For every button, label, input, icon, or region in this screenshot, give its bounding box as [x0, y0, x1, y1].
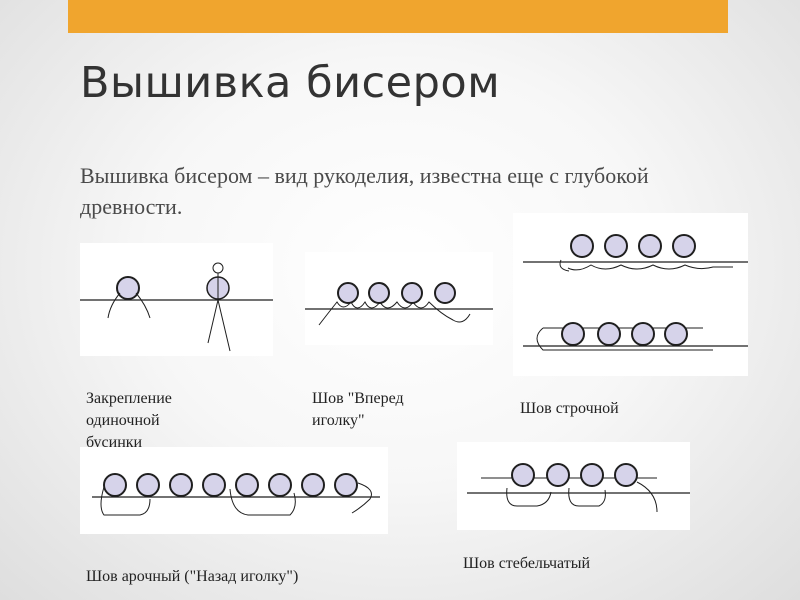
- caption-single-bead: Закрепление одиночной бусинки: [86, 390, 172, 451]
- forward-stitch-illustration: [305, 282, 493, 326]
- slide-body-text: Вышивка бисером – вид рукоделия, известн…: [80, 163, 649, 219]
- single-bead-illustration: [80, 262, 273, 352]
- caption-forward-stitch: Шов "Вперед иголку": [312, 390, 404, 429]
- diagram-forward-stitch: [305, 252, 493, 345]
- slide-title: Вышивка бисером: [80, 58, 501, 108]
- caption-line-stitch: Шов строчной: [520, 400, 619, 417]
- diagram-single-bead: [80, 243, 273, 356]
- diagram-line-stitch: [513, 213, 748, 376]
- stem-stitch-illustration: [467, 463, 690, 513]
- diagram-arch-stitch: [80, 447, 388, 534]
- caption-arch-stitch: Шов арочный ("Назад иголку"): [86, 568, 299, 585]
- diagram-stem-stitch: [457, 442, 690, 530]
- arch-stitch-illustration: [92, 473, 380, 516]
- caption-stem-stitch: Шов стебельчатый: [463, 555, 591, 572]
- line-stitch-illustration: [523, 234, 748, 351]
- accent-bar: [68, 0, 728, 33]
